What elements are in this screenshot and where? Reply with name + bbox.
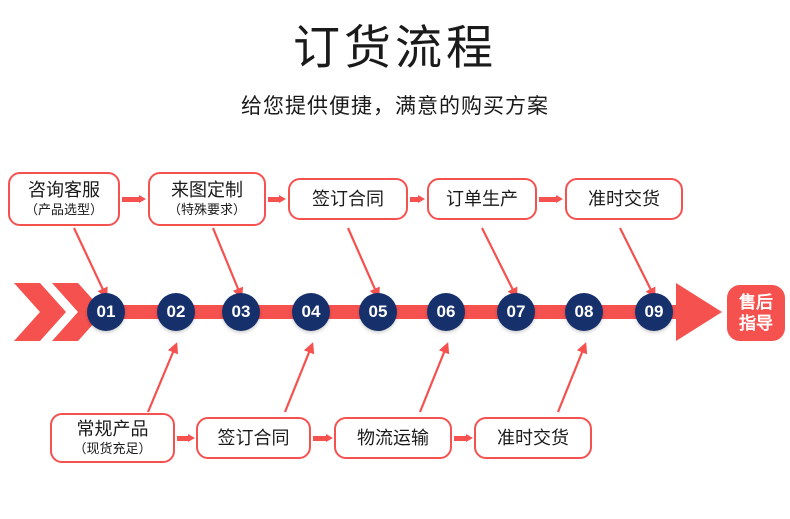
timeline-step-03[interactable]: 03 xyxy=(222,293,260,331)
bottom-box-2-line1: 签订合同 xyxy=(217,427,290,448)
top-box-2-line1: 来图定制 xyxy=(171,180,243,200)
bottom-connector-1-2 xyxy=(177,434,195,442)
bottom-box-3[interactable]: 物流运输 xyxy=(334,417,452,459)
timeline-step-08[interactable]: 08 xyxy=(565,293,603,331)
connector-box5-to-step09 xyxy=(619,227,656,299)
timeline-step-04[interactable]: 04 xyxy=(292,293,330,331)
timeline-step-01[interactable]: 01 xyxy=(87,293,125,331)
bottom-box-1[interactable]: 常规产品 （现货充足） xyxy=(50,413,175,463)
timeline-step-08-label: 08 xyxy=(574,302,594,321)
top-box-1[interactable]: 咨询客服 （产品选型） xyxy=(8,172,120,226)
bottom-box-4-line1: 准时交货 xyxy=(497,427,569,448)
connector-bbox1-to-step02 xyxy=(146,342,179,413)
top-connector-3-4 xyxy=(410,195,425,203)
bottom-connector-2-3 xyxy=(313,434,333,442)
page-title: 订货流程 xyxy=(293,21,497,74)
top-box-3-line1: 签订合同 xyxy=(312,188,384,209)
top-box-5-line1: 准时交货 xyxy=(588,188,660,209)
connector-box2-to-step03 xyxy=(211,227,244,299)
timeline-step-07-label: 07 xyxy=(506,302,526,321)
top-box-4-line1: 订单生产 xyxy=(446,188,518,209)
timeline-step-03-label: 03 xyxy=(231,302,251,321)
page-subtitle: 给您提供便捷，满意的购买方案 xyxy=(241,95,549,118)
timeline-step-05[interactable]: 05 xyxy=(359,293,397,331)
end-badge-line1: 售后 xyxy=(739,293,773,312)
connector-bbox2-to-step04 xyxy=(283,342,315,413)
top-box-1-line2: （产品选型） xyxy=(24,202,103,217)
timeline-step-07[interactable]: 07 xyxy=(497,293,535,331)
top-connector-1-2 xyxy=(122,195,146,203)
top-box-1-line1: 咨询客服 xyxy=(28,180,100,200)
connector-bbox3-to-step06 xyxy=(418,342,450,413)
connector-box4-to-step07 xyxy=(481,227,518,299)
timeline-step-02[interactable]: 02 xyxy=(157,293,195,331)
top-connector-4-5 xyxy=(539,195,563,203)
timeline-step-05-label: 05 xyxy=(368,302,388,321)
connector-bbox4-to-step08 xyxy=(556,342,588,413)
end-badge-line2: 指导 xyxy=(739,314,773,333)
timeline-step-06[interactable]: 06 xyxy=(427,293,465,331)
top-box-3[interactable]: 签订合同 xyxy=(288,178,408,220)
connector-box1-to-step01 xyxy=(73,227,108,299)
timeline-step-01-label: 01 xyxy=(96,302,116,321)
top-connector-2-3 xyxy=(268,195,286,203)
bottom-connector-3-4 xyxy=(454,434,473,442)
end-badge-after-sales[interactable]: 售后 指导 xyxy=(727,285,785,341)
timeline-step-06-label: 06 xyxy=(436,302,456,321)
top-box-5[interactable]: 准时交货 xyxy=(565,178,683,220)
timeline-step-04-label: 04 xyxy=(301,302,321,321)
timeline-arrowhead xyxy=(676,283,722,341)
bottom-box-1-line1: 常规产品 xyxy=(76,419,149,439)
timeline-step-09-label: 09 xyxy=(644,302,664,321)
bottom-box-3-line1: 物流运输 xyxy=(357,427,429,448)
timeline-step-02-label: 02 xyxy=(166,302,186,321)
bottom-box-1-line2: （现货充足） xyxy=(73,441,152,456)
bottom-box-2[interactable]: 签订合同 xyxy=(196,417,311,459)
top-box-2[interactable]: 来图定制 （特殊要求） xyxy=(148,172,266,226)
bottom-box-4[interactable]: 准时交货 xyxy=(474,417,592,459)
top-box-2-line2: （特殊要求） xyxy=(167,202,246,217)
timeline-step-09[interactable]: 09 xyxy=(635,293,673,331)
connector-box3-to-step05 xyxy=(346,227,380,299)
top-box-4[interactable]: 订单生产 xyxy=(427,178,537,220)
chevron-left-1 xyxy=(14,283,66,341)
